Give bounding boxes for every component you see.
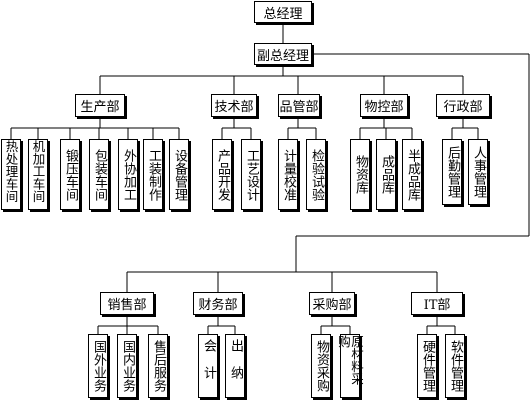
unit-after-sales: 售后服务: [148, 334, 168, 398]
dept-administration: 行政部: [436, 94, 490, 117]
unit-domestic-business: 国内业务: [117, 334, 137, 398]
unit-outsourcing: 外协加工: [118, 139, 138, 210]
dept-quality: 品管部: [278, 94, 320, 117]
dept-purchasing: 采购部: [309, 292, 355, 315]
dept-materials: 物控部: [360, 94, 408, 117]
unit-product-development: 产品开发: [212, 139, 232, 210]
unit-packaging: 包装车间: [89, 139, 109, 210]
dept-finance: 财务部: [193, 292, 243, 315]
dept-technology: 技术部: [211, 94, 257, 117]
dept-production: 生产部: [75, 94, 125, 117]
unit-forging: 锻压车间: [60, 139, 80, 210]
unit-accounting: 会计: [198, 334, 218, 398]
deputy-manager-box: 副总经理: [254, 43, 312, 65]
unit-tooling: 工装制作: [143, 139, 163, 210]
unit-calibration: 计量校准: [278, 139, 298, 210]
unit-raw-material-purchasing: 原材料采购: [336, 334, 364, 398]
unit-finished-goods-store: 成品库: [376, 139, 396, 210]
unit-overseas-business: 国外业务: [88, 334, 108, 398]
unit-materials-store: 物资库: [350, 139, 370, 210]
unit-inspection: 检验试验: [306, 139, 326, 210]
unit-logistics: 后勤管理: [442, 139, 462, 205]
unit-personnel: 人事管理: [468, 139, 488, 205]
unit-semi-finished-store: 半成品库: [402, 139, 422, 210]
unit-software-management: 软件管理: [445, 334, 465, 398]
unit-cashier: 出纳: [225, 334, 245, 398]
unit-hardware-management: 硬件管理: [417, 334, 437, 398]
dept-it: IT部: [411, 292, 463, 315]
general-manager-box: 总经理: [254, 1, 312, 23]
dept-sales: 销售部: [100, 292, 154, 315]
unit-machining: 机加工车间: [28, 139, 48, 210]
unit-process-design: 工艺设计: [241, 139, 261, 210]
unit-equipment: 设备管理: [169, 139, 189, 210]
unit-heat-treatment: 热处理车间: [1, 139, 21, 210]
unit-materials-purchasing: 物资采购: [311, 334, 331, 398]
